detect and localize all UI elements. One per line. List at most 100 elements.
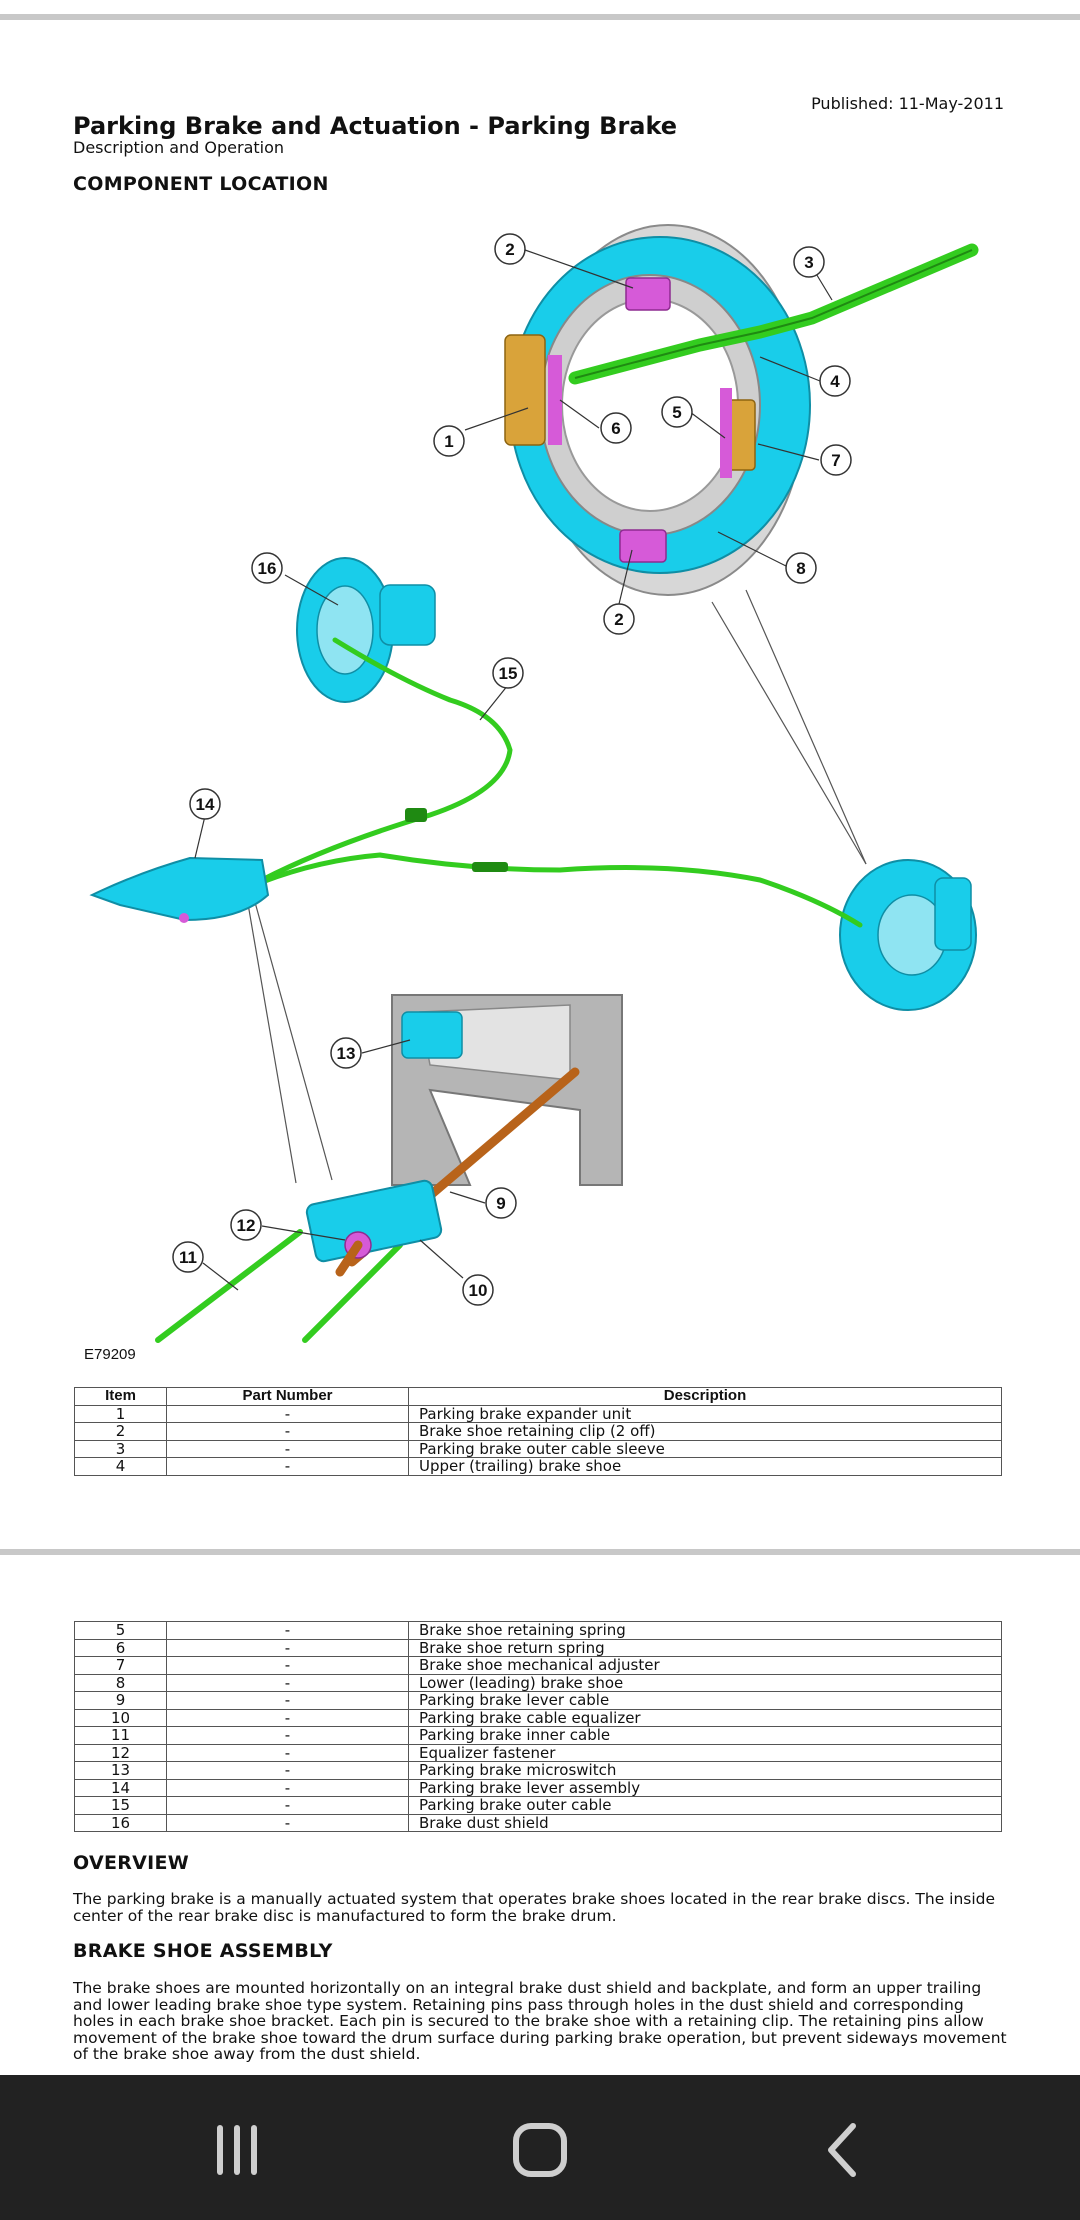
description-cell: Upper (trailing) brake shoe	[408, 1457, 1002, 1476]
page-top-edge	[0, 14, 1080, 20]
description-cell: Parking brake outer cable sleeve	[408, 1439, 1002, 1458]
table-row: 13-Parking brake microswitch	[74, 1761, 1002, 1780]
callout-5: 5	[661, 396, 693, 428]
part-number-cell: -	[166, 1439, 409, 1458]
description-cell: Brake dust shield	[408, 1813, 1002, 1832]
part-number-cell: -	[166, 1457, 409, 1476]
table-row: 5-Brake shoe retaining spring	[74, 1621, 1002, 1640]
system-navigation-bar	[0, 2075, 1080, 2220]
part-number-cell: -	[166, 1404, 409, 1423]
part-number-cell: -	[166, 1638, 409, 1657]
description-cell: Parking brake cable equalizer	[408, 1708, 1002, 1727]
item-cell: 7	[74, 1656, 167, 1675]
table-row: 2-Brake shoe retaining clip (2 off)	[74, 1422, 1002, 1441]
home-button[interactable]	[495, 2105, 585, 2195]
figure-id: E79209	[84, 1346, 136, 1363]
table-row: 15-Parking brake outer cable	[74, 1796, 1002, 1815]
description-cell: Brake shoe retaining clip (2 off)	[408, 1422, 1002, 1441]
table-row: 6-Brake shoe return spring	[74, 1638, 1002, 1657]
table-row: 1-Parking brake expander unit	[74, 1404, 1002, 1423]
item-cell: 15	[74, 1796, 167, 1815]
svg-text:2: 2	[614, 610, 623, 629]
brake-drum-assembly	[504, 224, 979, 596]
description-cell: Lower (leading) brake shoe	[408, 1673, 1002, 1692]
callout-14: 14	[189, 788, 221, 820]
header-description: Description	[408, 1387, 1002, 1406]
svg-text:10: 10	[469, 1281, 488, 1300]
component-location-diagram: 1 2 2 3 4 5 6 7 8 9 10 11 12 13 14 15 16	[89, 224, 979, 1343]
item-cell: 4	[74, 1457, 167, 1476]
published-date: Published: 11-May-2011	[811, 94, 1004, 113]
page-break	[0, 1549, 1080, 1555]
item-cell: 10	[74, 1708, 167, 1727]
section-heading-brake-shoe-assembly: BRAKE SHOE ASSEMBLY	[73, 1940, 333, 1962]
cable-equalizer	[155, 1179, 443, 1343]
item-cell: 1	[74, 1404, 167, 1423]
item-cell: 6	[74, 1638, 167, 1657]
section-heading-component-location: COMPONENT LOCATION	[73, 173, 329, 195]
svg-text:12: 12	[237, 1216, 256, 1235]
item-cell: 14	[74, 1778, 167, 1797]
description-cell: Brake shoe mechanical adjuster	[408, 1656, 1002, 1675]
svg-text:11: 11	[179, 1248, 197, 1267]
table-row: 3-Parking brake outer cable sleeve	[74, 1439, 1002, 1458]
page-title: Parking Brake and Actuation - Parking Br…	[73, 112, 678, 140]
table-row: 11-Parking brake inner cable	[74, 1726, 1002, 1745]
item-cell: 11	[74, 1726, 167, 1745]
recent-apps-icon	[217, 2125, 257, 2175]
callout-12: 12	[230, 1209, 262, 1241]
description-cell: Parking brake expander unit	[408, 1404, 1002, 1423]
part-number-cell: -	[166, 1796, 409, 1815]
description-cell: Brake shoe retaining spring	[408, 1621, 1002, 1640]
part-number-cell: -	[166, 1761, 409, 1780]
item-cell: 9	[74, 1691, 167, 1710]
item-cell: 12	[74, 1743, 167, 1762]
description-cell: Equalizer fastener	[408, 1743, 1002, 1762]
svg-text:2: 2	[505, 240, 514, 259]
description-cell: Parking brake lever assembly	[408, 1778, 1002, 1797]
parking-brake-lever	[89, 856, 270, 923]
part-number-cell: -	[166, 1673, 409, 1692]
svg-text:14: 14	[196, 795, 215, 814]
svg-text:16: 16	[258, 559, 277, 578]
svg-text:9: 9	[496, 1194, 505, 1213]
callout-3: 3	[793, 246, 825, 278]
header-item: Item	[74, 1387, 167, 1406]
table-row: 12-Equalizer fastener	[74, 1743, 1002, 1762]
recent-apps-button[interactable]	[192, 2105, 282, 2195]
table-header-row: Item Part Number Description	[74, 1387, 1002, 1406]
back-icon	[828, 2123, 856, 2177]
callout-6: 6	[600, 412, 632, 444]
part-number-cell: -	[166, 1621, 409, 1640]
part-number-cell: -	[166, 1726, 409, 1745]
callout-4: 4	[819, 365, 851, 397]
part-number-cell: -	[166, 1778, 409, 1797]
callout-8: 8	[785, 552, 817, 584]
svg-text:1: 1	[444, 432, 453, 451]
item-cell: 3	[74, 1439, 167, 1458]
page-subtitle: Description and Operation	[73, 138, 285, 157]
svg-text:13: 13	[337, 1044, 356, 1063]
part-number-cell: -	[166, 1656, 409, 1675]
callout-2-bottom: 2	[603, 603, 635, 635]
svg-text:15: 15	[499, 664, 518, 683]
rear-brake-disc	[839, 859, 977, 1011]
svg-text:7: 7	[831, 451, 840, 470]
part-number-cell: -	[166, 1813, 409, 1832]
table-row: 14-Parking brake lever assembly	[74, 1778, 1002, 1797]
svg-text:5: 5	[672, 403, 681, 422]
callout-1: 1	[433, 425, 465, 457]
brake-dust-shield-part	[296, 557, 436, 703]
part-number-cell: -	[166, 1422, 409, 1441]
back-button[interactable]	[798, 2105, 888, 2195]
callout-13: 13	[330, 1037, 362, 1069]
part-number-cell: -	[166, 1691, 409, 1710]
part-number-cell: -	[166, 1708, 409, 1727]
brake-shoe-assembly-text: The brake shoes are mounted horizontally…	[73, 1979, 1007, 2063]
callout-2-top: 2	[494, 233, 526, 265]
parts-table-page1: Item Part Number Description 1-Parking b…	[74, 1387, 1002, 1476]
description-cell: Parking brake microswitch	[408, 1761, 1002, 1780]
table-row: 9-Parking brake lever cable	[74, 1691, 1002, 1710]
table-row: 4-Upper (trailing) brake shoe	[74, 1457, 1002, 1476]
